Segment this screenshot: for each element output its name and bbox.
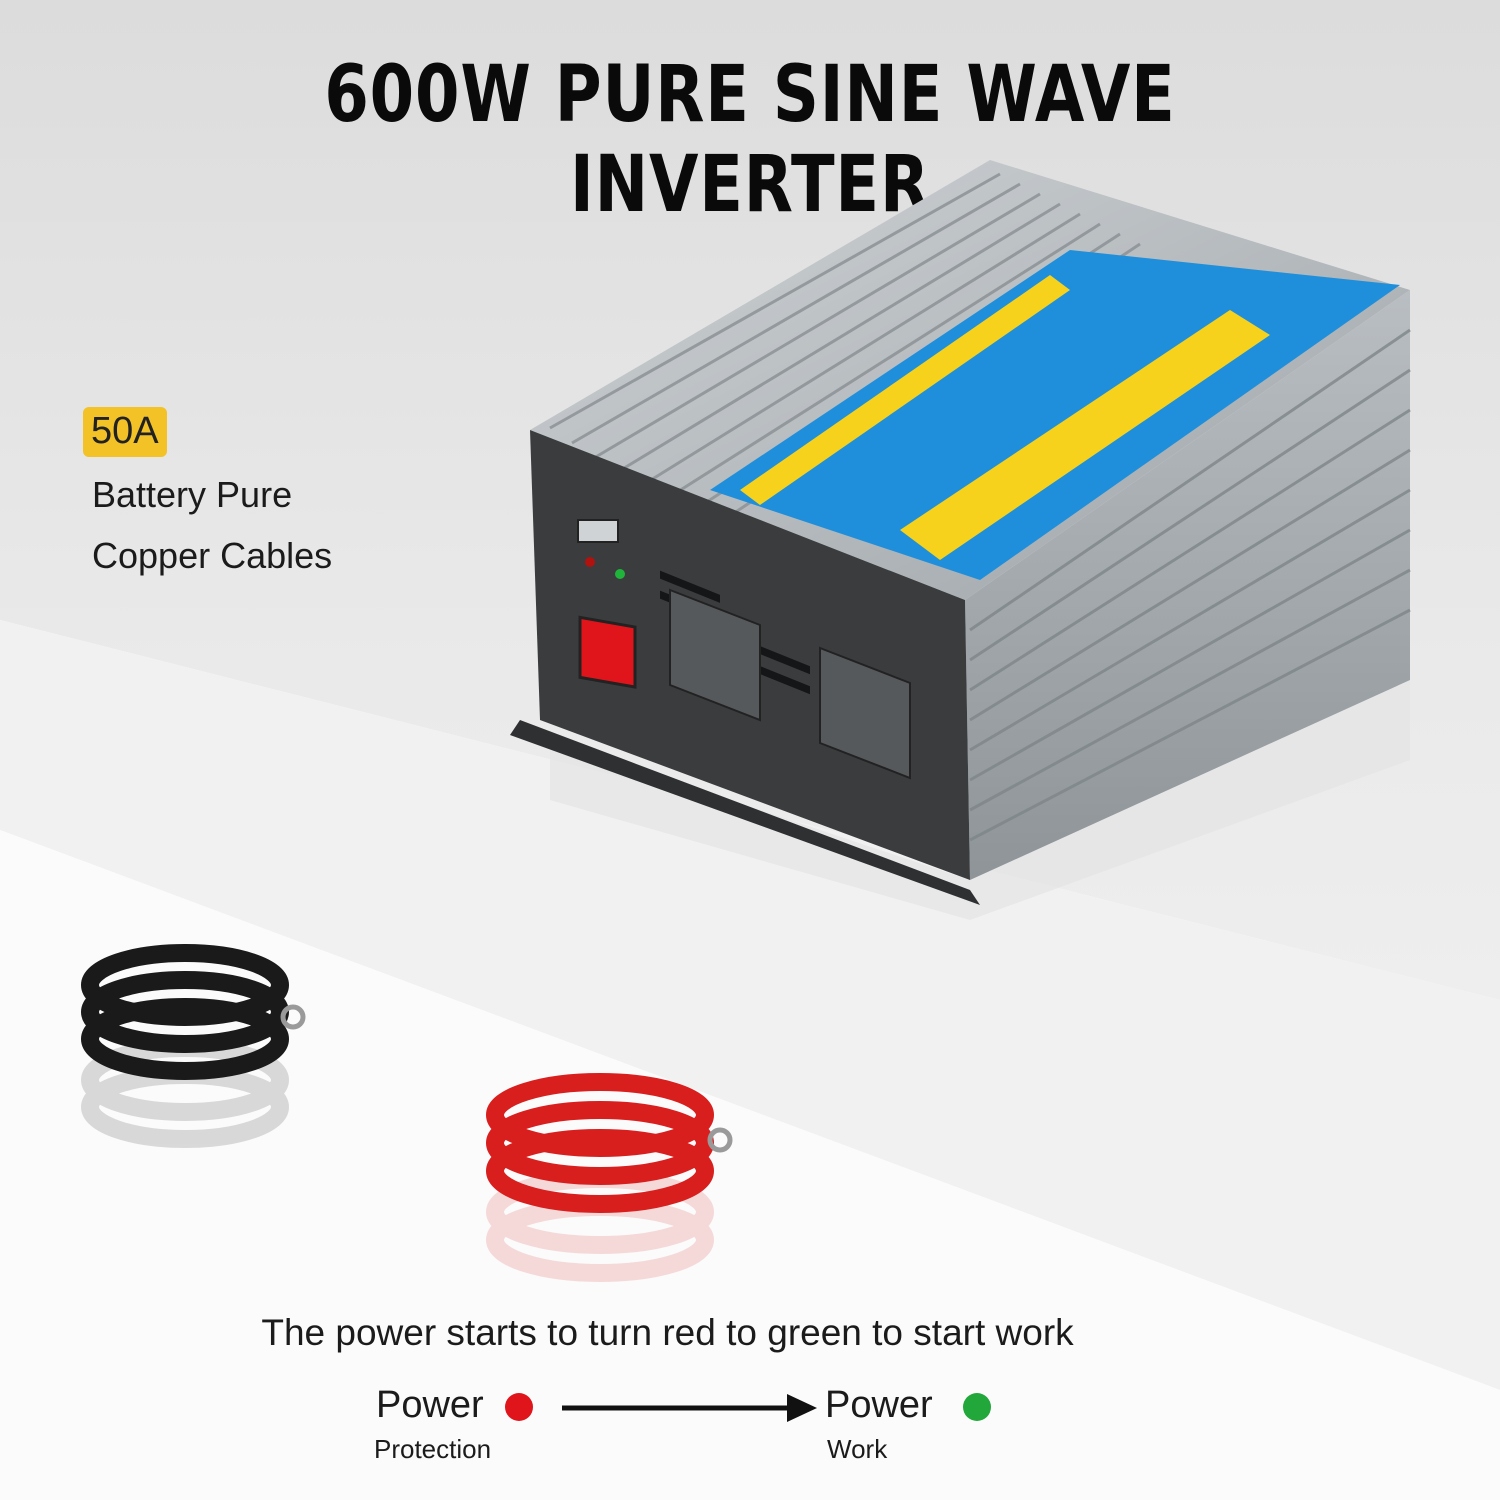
arrow-right-icon bbox=[562, 1394, 817, 1422]
red-status-dot bbox=[505, 1393, 533, 1421]
feature-line-2: Copper Cables bbox=[92, 535, 333, 576]
green-status-dot bbox=[963, 1393, 991, 1421]
state-to-label: Power bbox=[825, 1384, 933, 1426]
feature-line-1: Battery Pure bbox=[92, 474, 293, 515]
inverter-product bbox=[510, 160, 1411, 920]
state-to-sub: Work bbox=[827, 1434, 888, 1464]
feature-badge: 50A bbox=[83, 407, 167, 457]
page-title: 600W PURE SINE WAVE INVERTER bbox=[324, 50, 1176, 230]
state-from-sub: Protection bbox=[374, 1434, 492, 1464]
status-caption: The power starts to turn red to green to… bbox=[261, 1312, 1074, 1353]
red-cable bbox=[486, 1073, 733, 1282]
state-from-label: Power bbox=[376, 1384, 484, 1426]
black-cable bbox=[81, 944, 306, 1148]
